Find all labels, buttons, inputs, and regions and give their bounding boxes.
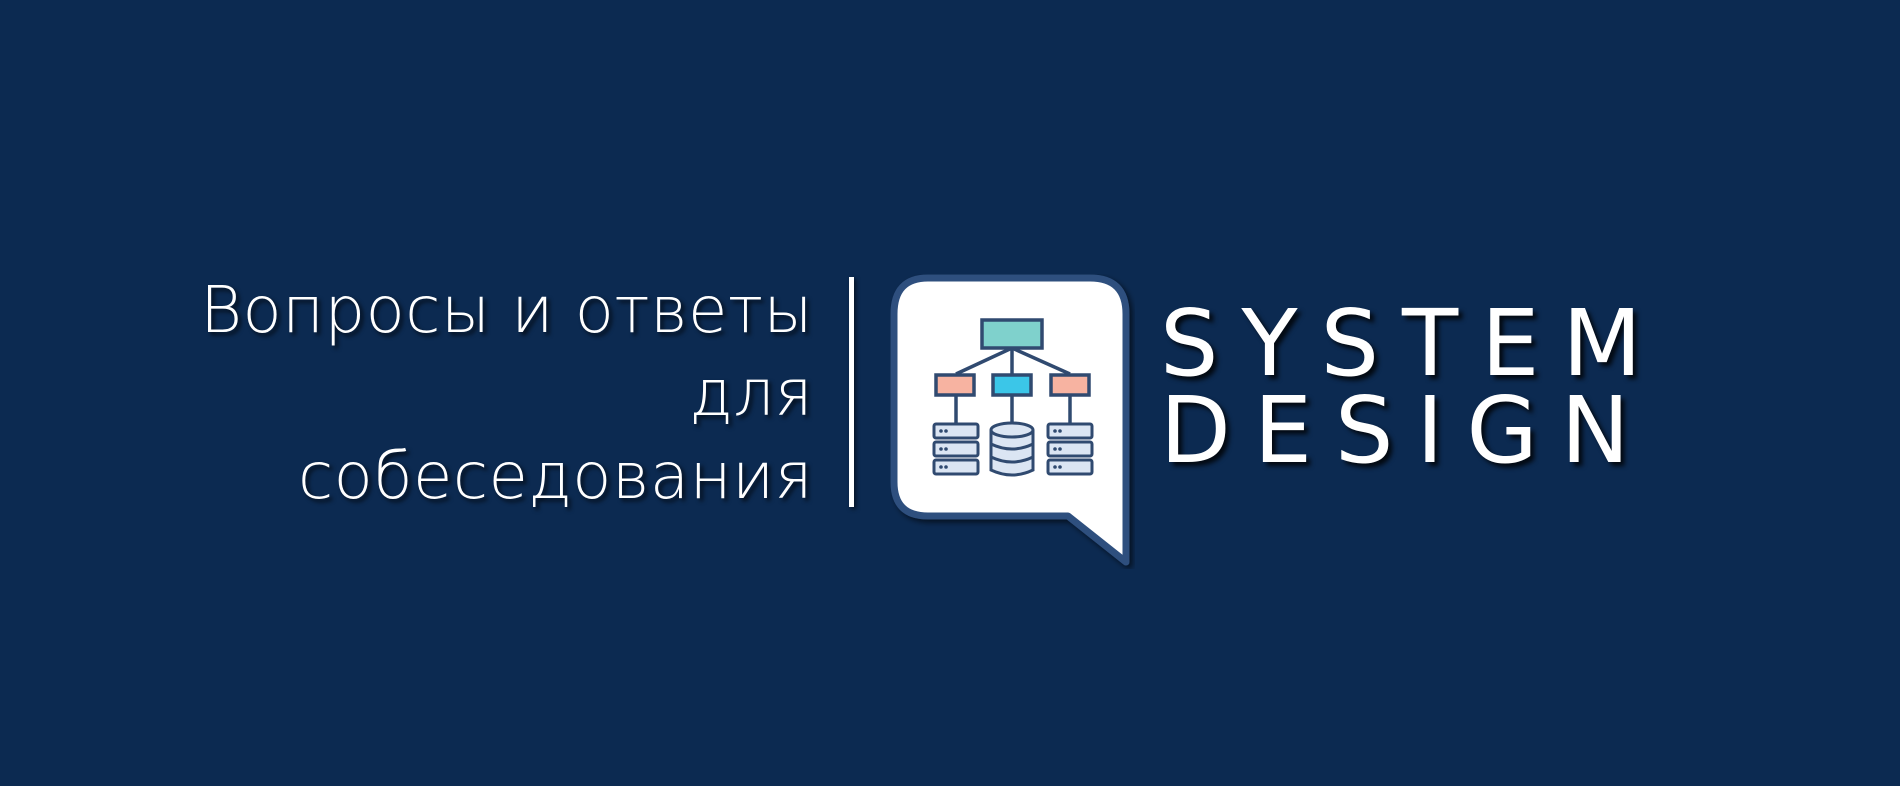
- title-line-2: DESIGN: [1160, 377, 1653, 484]
- tagline-line-2: для: [689, 357, 813, 431]
- right-node: [1049, 373, 1091, 397]
- right-server-icon: [1046, 422, 1094, 476]
- speech-bubble-shape: [890, 274, 1130, 566]
- system-architecture-diagram-icon: [890, 274, 1130, 566]
- top-node: [980, 318, 1044, 350]
- left-node: [934, 373, 976, 397]
- left-server-icon: [932, 422, 980, 476]
- database-icon: [989, 421, 1035, 477]
- tagline-line-3: собеседования: [297, 440, 813, 514]
- system-design-title: SYSTEM DESIGN: [1160, 290, 1665, 484]
- title-line-1: SYSTEM: [1160, 290, 1665, 397]
- vertical-divider: [849, 277, 854, 507]
- tagline-line-1: Вопросы и ответы: [200, 274, 813, 348]
- tagline: Вопросы и ответы для собеседования: [180, 270, 813, 519]
- center-node: [991, 373, 1033, 397]
